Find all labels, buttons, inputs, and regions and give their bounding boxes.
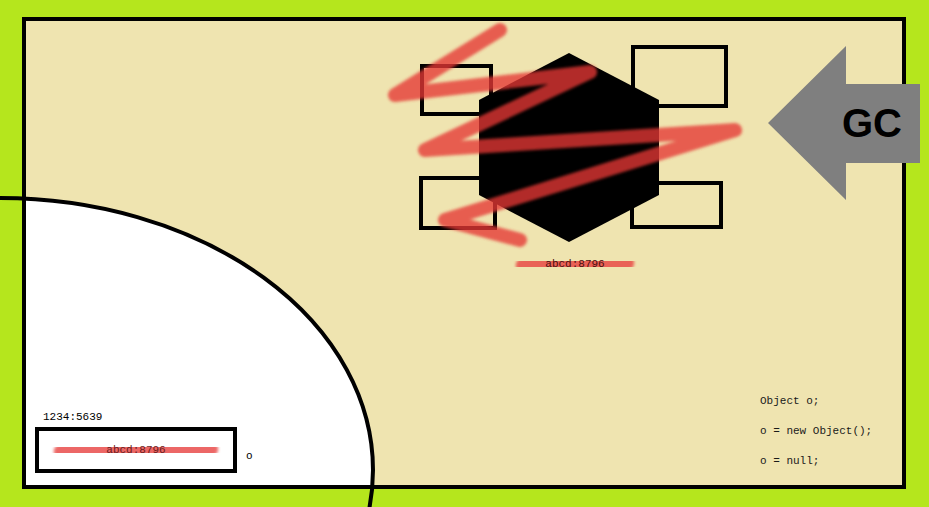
reference-box: abcd:8796o [35,427,237,473]
variable-name: o [246,450,253,462]
stack-region-outline [0,198,373,507]
code-line-holder: o = new Object(); [760,420,872,438]
gc-label: GC [842,100,902,146]
stack-region: abcd:8796o1234:5639 [0,195,375,507]
code-line: o = new Object(); [760,425,872,437]
address-label-holder: 1234:5639 [43,406,102,424]
gc-arrow [768,46,920,200]
object-address-holder: abcd:8796 [505,253,645,271]
address-label: 1234:5639 [43,411,102,423]
gc-label-holder: GC [832,44,912,202]
code-line: o = null; [760,455,819,467]
cross-out-scribble [395,30,735,240]
gc-arrow: GC [766,44,922,202]
code-line: Object o; [760,395,819,407]
stack-region-fill [26,198,373,485]
reference-value-holder: abcd:8796 [39,431,233,469]
heap-object: abcd:8796 [385,20,745,275]
object-address: abcd:8796 [545,258,604,270]
code-line-holder: Object o; [760,390,819,408]
code-line-holder: o = null; [760,450,819,468]
variable-name-holder: o [246,445,253,463]
heap-object-shape [385,20,745,275]
reference-value: abcd:8796 [106,444,165,457]
